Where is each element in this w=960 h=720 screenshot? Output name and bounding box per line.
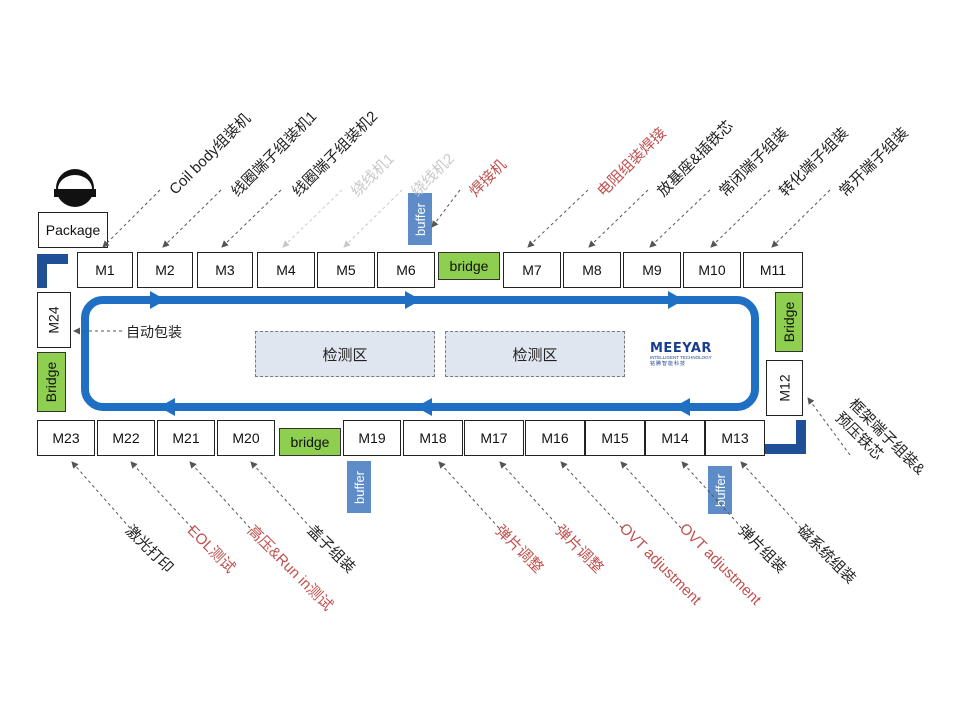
package-station: Package xyxy=(38,212,108,248)
station-m14: M14 xyxy=(645,420,705,456)
station-m2: M2 xyxy=(137,252,193,288)
station-m3: M3 xyxy=(197,252,253,288)
station-m12: M12 xyxy=(766,360,803,416)
station-m6: M6 xyxy=(377,252,435,288)
inspection-zone-2: 检测区 xyxy=(445,331,625,377)
station-m20: M20 xyxy=(217,420,275,456)
arrow-bottom-1 xyxy=(674,398,690,416)
station-m1: M1 xyxy=(77,252,133,288)
bridge-bottom: bridge xyxy=(279,428,341,456)
company-logo: MEEYAR INTELLIGENT TECHNOLOGY 铭腾智能科技 xyxy=(650,341,712,367)
arrow-top-2 xyxy=(405,291,421,309)
auto-pack-label: 自动包装 xyxy=(126,324,182,340)
station-m23: M23 xyxy=(37,420,95,456)
station-m9: M9 xyxy=(623,252,681,288)
station-m15: M15 xyxy=(585,420,645,456)
station-m5: M5 xyxy=(317,252,375,288)
arrow-top-3 xyxy=(668,291,684,309)
station-m24: M24 xyxy=(37,292,71,348)
bridge-top: bridge xyxy=(438,252,500,280)
station-m16: M16 xyxy=(525,420,585,456)
arrow-top-1 xyxy=(150,291,166,309)
station-m21: M21 xyxy=(157,420,215,456)
inspection-zone-1: 检测区 xyxy=(255,331,435,377)
station-m8: M8 xyxy=(563,252,621,288)
station-m4: M4 xyxy=(257,252,315,288)
station-m7: M7 xyxy=(503,252,561,288)
arrow-bottom-2 xyxy=(416,398,432,416)
arrow-bottom-3 xyxy=(159,398,175,416)
bridge-right: Bridge xyxy=(775,292,803,352)
bridge-left: Bridge xyxy=(37,352,66,412)
station-m13: M13 xyxy=(705,420,765,456)
station-m10: M10 xyxy=(683,252,741,288)
buffer-bottom-right: buffer xyxy=(708,466,732,514)
station-m19: M19 xyxy=(343,420,401,456)
buffer-top: buffer xyxy=(408,193,432,245)
package-label: Package xyxy=(45,222,101,238)
station-m18: M18 xyxy=(403,420,463,456)
station-m22: M22 xyxy=(97,420,155,456)
buffer-bottom-left: buffer xyxy=(347,461,371,513)
station-m11: M11 xyxy=(743,252,803,288)
station-m17: M17 xyxy=(464,420,524,456)
